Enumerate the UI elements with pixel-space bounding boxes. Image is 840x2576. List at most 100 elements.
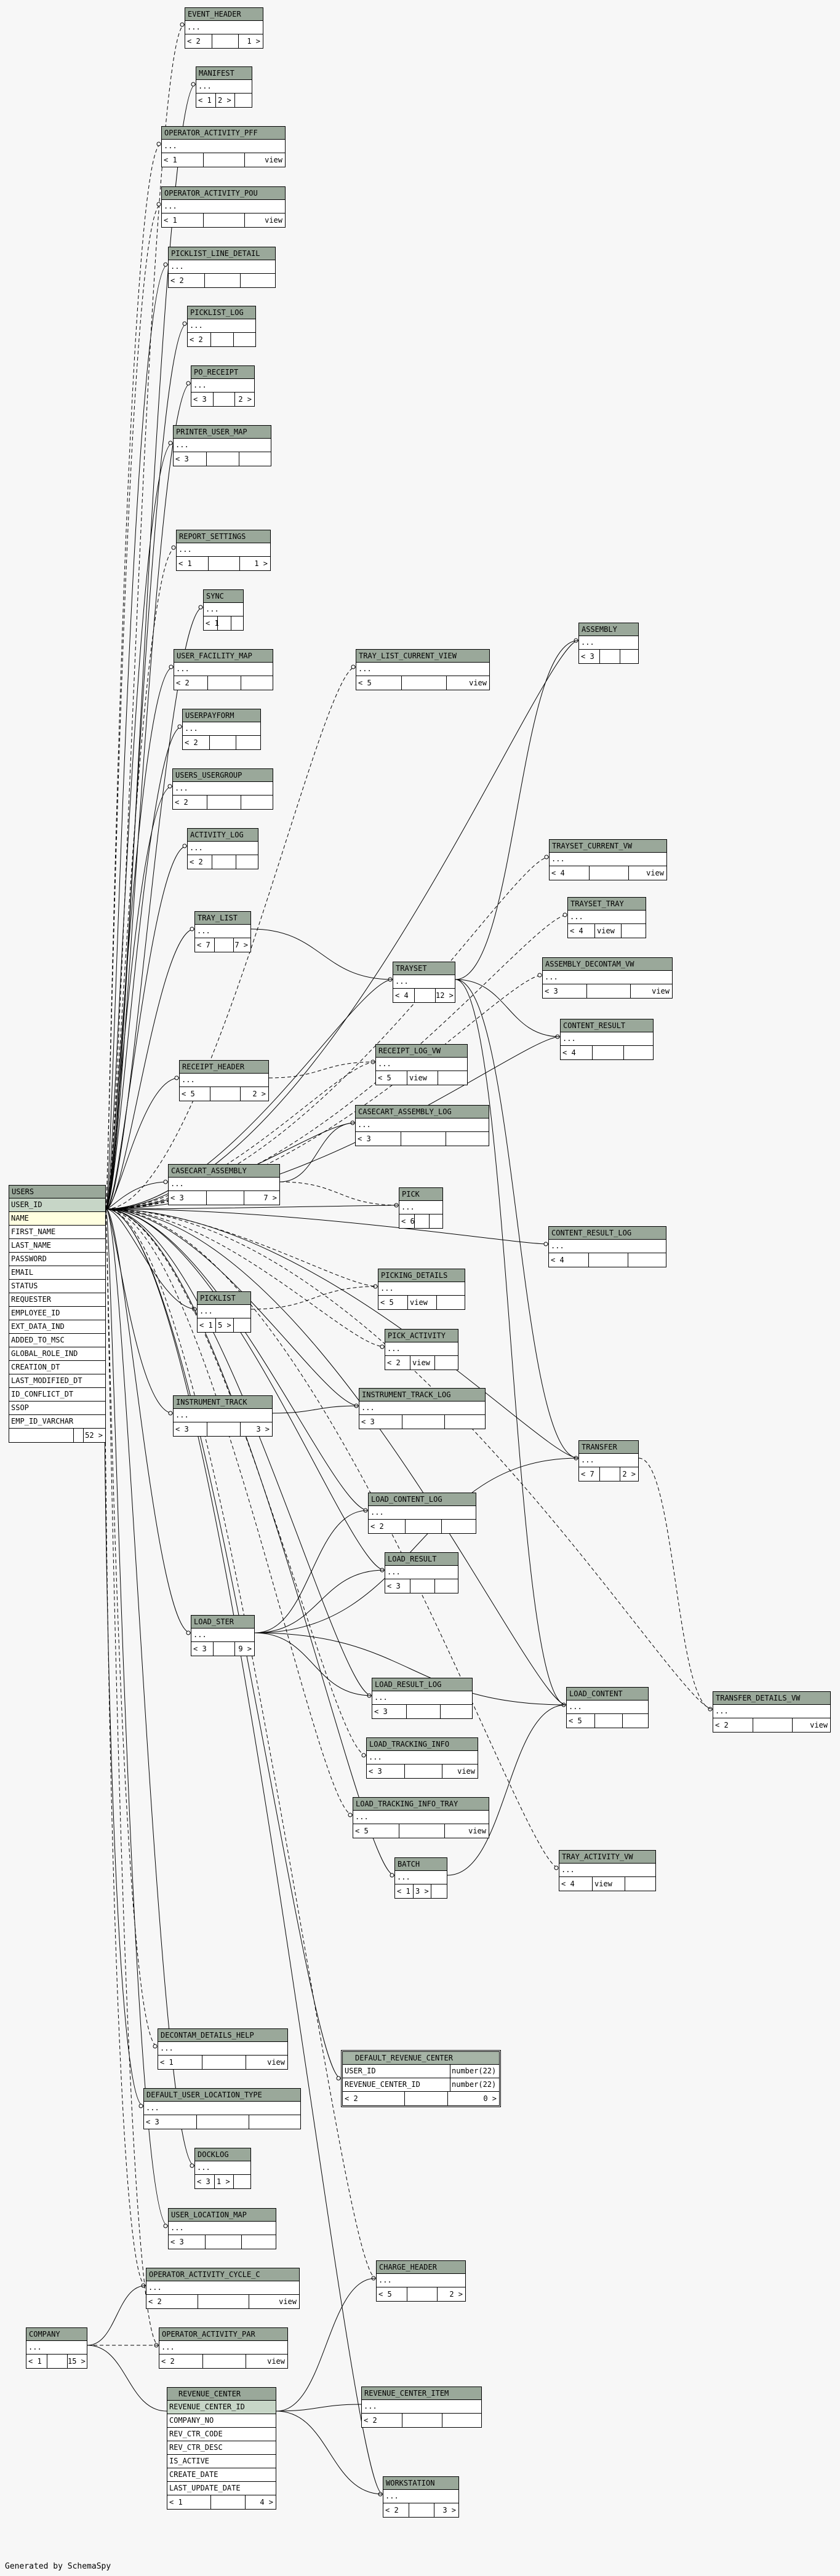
table-title: LOAD_CONTENT [567,1688,648,1701]
table-casecart-assembly-log[interactable]: CASECART_ASSEMBLY_LOG...< 3 [355,1105,489,1146]
relationship-line [105,1208,385,1571]
table-default-user-location-type[interactable]: DEFAULT_USER_LOCATION_TYPE...< 3 [143,2088,301,2129]
table-footer: < 3 [144,2115,300,2129]
table-activity-log[interactable]: ACTIVITY_LOG...< 2 [187,828,258,869]
parent-count: < 1 [199,1321,213,1330]
column-row: ... [399,1201,442,1214]
table-title: LOAD_RESULT_LOG [372,1678,472,1691]
column-row: LAST_NAME [9,1239,105,1253]
table-user-facility-map[interactable]: USER_FACILITY_MAP...< 2 [174,649,273,690]
column-row: LAST_MODIFIED_DT [9,1374,105,1388]
table-printer-user-map[interactable]: PRINTER_USER_MAP...< 3 [173,425,271,466]
view-indicator [399,1824,401,1838]
child-count: 9 > [234,1642,252,1656]
column-row: ... [367,1751,478,1765]
table-assembly[interactable]: ASSEMBLY...< 3 [578,623,639,664]
child-count: view [244,213,282,227]
column-row: COMPANY_NO [167,2414,276,2428]
table-sync[interactable]: SYNC...< 1 [203,589,244,631]
table-title: ASSEMBLY_DECONTAM_VW [543,958,672,971]
table-default-revenue-center[interactable]: DEFAULT_REVENUE_CENTER USER_ID number(22… [341,2050,501,2107]
table-instrument-track-log[interactable]: INSTRUMENT_TRACK_LOG...< 3 [359,1388,486,1429]
parent-count: < 4 [561,1880,575,1888]
crowfoot-end-icon [169,664,174,669]
child-count [429,1214,440,1228]
table-users-usergroup[interactable]: USERS_USERGROUP...< 2 [172,768,273,810]
table-picklist-line-detail[interactable]: PICKLIST_LINE_DETAIL...< 2 [168,247,276,288]
view-indicator [409,2503,411,2517]
table-userpayform[interactable]: USERPAYFORM...< 2 [182,709,261,750]
table-content-result-log[interactable]: CONTENT_RESULT_LOG...< 4 [548,1226,666,1267]
relationship-line [105,1181,169,1210]
table-pick[interactable]: PICK...< 6 [399,1187,443,1229]
table-title: REVENUE_CENTER_ITEM [362,2387,481,2400]
table-title: COMPANY [26,2328,87,2341]
parent-count: < 2 [715,1721,729,1729]
table-content-result[interactable]: CONTENT_RESULT...< 4 [560,1019,654,1060]
column-row: EXT_DATA_IND [9,1320,105,1334]
column-row: USER_ID number(22) [343,2065,499,2078]
view-indicator [401,676,404,690]
table-load-content[interactable]: LOAD_CONTENT...< 5 [566,1687,649,1728]
view-indicator: 5 > [215,1318,231,1332]
view-indicator [202,2056,204,2069]
column-type: number(22) [450,2065,499,2078]
column-type: number(22) [450,2078,499,2091]
column-row: ... [356,663,489,676]
table-picklist-log[interactable]: PICKLIST_LOG...< 2 [187,306,256,347]
table-load-result-log[interactable]: LOAD_RESULT_LOG...< 3 [372,1678,473,1719]
relationship-line [87,2345,167,2412]
table-load-content-log[interactable]: LOAD_CONTENT_LOG...< 2 [368,1493,476,1534]
table-user-location-map[interactable]: USER_LOCATION_MAP...< 3 [168,2208,276,2249]
table-title: OPERATOR_ACTIVITY_PAR [159,2328,287,2341]
table-title: ASSEMBLY [579,623,638,636]
view-indicator [217,616,220,630]
column-row: ... [549,1240,666,1253]
child-count [436,1296,462,1309]
table-revenue-center-item[interactable]: REVENUE_CENTER_ITEM...< 2 [361,2387,482,2428]
relationship-line [105,1208,198,1310]
table-footer: < 2 [188,855,258,869]
table-load-result[interactable]: LOAD_RESULT...< 3 [385,1552,458,1593]
relationship-line [250,928,393,980]
view-indicator: view [407,1071,427,1085]
parent-count: < 7 [581,1470,594,1478]
relationship-line [105,640,579,1210]
